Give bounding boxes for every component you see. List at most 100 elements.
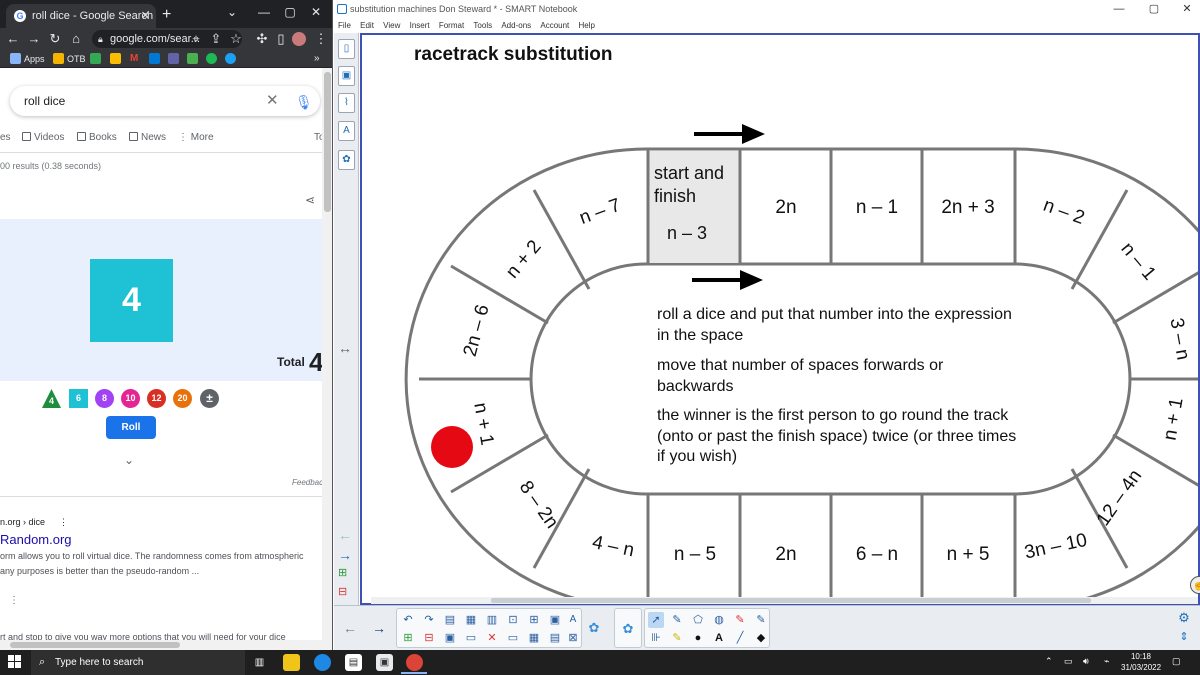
taskbar-search-box[interactable]: ⌕ Type here to search bbox=[31, 650, 245, 675]
dice-option-d10[interactable]: 10 bbox=[121, 389, 140, 408]
display-icon[interactable]: ▭ bbox=[1064, 656, 1073, 666]
result-menu-icon[interactable]: ⋮ bbox=[59, 517, 69, 527]
delete-icon[interactable]: ✕ bbox=[487, 632, 497, 644]
share-icon[interactable]: ⋖ bbox=[305, 193, 316, 207]
browser-tab[interactable]: G roll dice - Google Search ✕ bbox=[6, 4, 156, 28]
eraser-pen-icon[interactable]: ✎ bbox=[735, 614, 745, 626]
notebook-canvas[interactable]: racetrack substitution start and finish … bbox=[360, 33, 1200, 605]
tab-all[interactable]: es bbox=[0, 132, 11, 143]
menu-addons[interactable]: Add-ons bbox=[501, 21, 532, 30]
minimize-button[interactable]: — bbox=[1113, 3, 1125, 15]
attachments-icon[interactable]: ⌇ bbox=[338, 93, 355, 113]
page-sorter-icon[interactable]: ▯ bbox=[338, 39, 355, 59]
minimize-button[interactable]: — bbox=[258, 5, 270, 19]
dice-option-d6[interactable]: 6 bbox=[69, 389, 88, 408]
tab-more[interactable]: ⋮ More bbox=[178, 132, 214, 143]
settings-gear-icon[interactable]: ⚙ bbox=[1178, 610, 1190, 625]
bookmark-star-icon[interactable]: ☆ bbox=[230, 31, 242, 46]
prev-page-icon[interactable]: ← bbox=[343, 620, 357, 636]
forward-icon[interactable]: → bbox=[27, 31, 41, 46]
menu-account[interactable]: Account bbox=[540, 21, 570, 30]
bookmark-apps[interactable]: Apps bbox=[10, 52, 45, 66]
windows-start-icon[interactable] bbox=[8, 655, 22, 669]
delete-page-icon[interactable]: ⊟ bbox=[424, 632, 434, 644]
delete-page-icon[interactable]: ⊟ bbox=[338, 586, 348, 598]
highlighter-icon[interactable]: ✎ bbox=[672, 632, 682, 644]
bookmark-drive[interactable] bbox=[110, 52, 124, 66]
pen-tool-icon[interactable]: ✎ bbox=[756, 614, 766, 626]
gallery-icon[interactable]: ▣ bbox=[338, 66, 355, 86]
bookmark-otb[interactable]: OTB bbox=[53, 52, 86, 66]
result-title-link[interactable]: Random.org bbox=[0, 532, 72, 547]
scroll-thumb[interactable] bbox=[10, 642, 180, 648]
bookmark-classroom[interactable] bbox=[90, 52, 104, 66]
creative-pen-icon[interactable]: ◍ bbox=[714, 614, 724, 626]
task-view-icon[interactable]: ▥ bbox=[254, 657, 265, 668]
taskbar-clock[interactable]: 10:18 31/03/2022 bbox=[1121, 651, 1161, 673]
move-toolbar-icon[interactable]: ⇕ bbox=[1179, 631, 1189, 643]
feedback-link[interactable]: Feedbac bbox=[292, 478, 324, 487]
edge-icon[interactable] bbox=[314, 654, 331, 671]
restore-button[interactable]: ▢ bbox=[1148, 3, 1160, 15]
prev-page-icon[interactable]: ← bbox=[338, 527, 352, 543]
close-tab-icon[interactable]: ✕ bbox=[140, 10, 150, 22]
bookmark-teams[interactable] bbox=[168, 52, 182, 66]
dice-option-d20[interactable]: 20 bbox=[173, 389, 192, 408]
select-tool-icon[interactable]: ➚ bbox=[648, 612, 664, 628]
scroll-thumb[interactable] bbox=[324, 72, 331, 212]
text-tool-icon[interactable]: A bbox=[715, 632, 723, 644]
smart-notebook-taskbar-icon[interactable]: ▣ bbox=[376, 654, 393, 671]
bookmark-outlook[interactable] bbox=[149, 52, 163, 66]
document-camera-icon[interactable]: ▭ bbox=[507, 632, 519, 644]
new-tab-button[interactable]: + bbox=[162, 6, 172, 23]
menu-edit[interactable]: Edit bbox=[360, 21, 374, 30]
next-page-icon[interactable]: → bbox=[338, 547, 352, 563]
add-page-icon[interactable]: ⊞ bbox=[403, 632, 413, 644]
menu-help[interactable]: Help bbox=[578, 21, 595, 30]
bookmark-ext[interactable] bbox=[187, 52, 201, 66]
redo-icon[interactable]: ↷ bbox=[424, 614, 434, 626]
back-icon[interactable]: ← bbox=[6, 31, 20, 46]
menu-format[interactable]: Format bbox=[438, 21, 465, 30]
notepad-icon[interactable]: ▤ bbox=[345, 654, 362, 671]
open-file-icon[interactable]: ▤ bbox=[444, 614, 456, 626]
screen-shade-icon[interactable]: ▥ bbox=[486, 614, 498, 626]
dice-option-d±[interactable]: ± bbox=[200, 389, 219, 408]
dice-option-d4[interactable]: 4 bbox=[42, 389, 61, 408]
more-bookmarks-icon[interactable]: » bbox=[314, 53, 320, 64]
clear-search-icon[interactable]: ✕ bbox=[266, 92, 279, 109]
chrome-taskbar-icon[interactable] bbox=[406, 654, 423, 671]
notifications-icon[interactable]: ▢ bbox=[1172, 656, 1181, 666]
chrome-menu-icon[interactable]: ⋮ bbox=[314, 31, 328, 46]
text-recognition-icon[interactable]: A bbox=[569, 614, 577, 625]
bookmark-twitter[interactable] bbox=[225, 52, 239, 66]
save-icon[interactable]: ▣ bbox=[444, 632, 456, 644]
menu-insert[interactable]: Insert bbox=[409, 21, 430, 30]
dice-option-d12[interactable]: 12 bbox=[147, 389, 166, 408]
presentation-icon[interactable]: ▣ bbox=[549, 614, 561, 626]
extensions-icon[interactable]: ✣ bbox=[256, 31, 268, 46]
restore-button[interactable]: ▢ bbox=[284, 5, 296, 19]
bookmark-spotify[interactable] bbox=[206, 52, 220, 66]
address-bar[interactable]: 🔒︎ google.com/sear... bbox=[92, 30, 242, 48]
share-page-icon[interactable]: ⇪ bbox=[210, 31, 222, 46]
dice-option-d8[interactable]: 8 bbox=[95, 389, 114, 408]
undo-icon[interactable]: ↶ bbox=[403, 614, 413, 626]
addons-icon[interactable]: ✿ bbox=[588, 620, 600, 635]
measurement-icon[interactable]: ⊠ bbox=[568, 632, 578, 644]
bookmark-gmail[interactable]: M bbox=[130, 53, 139, 64]
menu-view[interactable]: View bbox=[383, 21, 401, 30]
tab-news[interactable]: News bbox=[129, 132, 166, 143]
shape-tool-icon[interactable]: ⬠ bbox=[693, 614, 703, 626]
tab-videos[interactable]: Videos bbox=[22, 132, 64, 143]
file-explorer-icon[interactable] bbox=[283, 654, 300, 671]
menu-tools[interactable]: Tools bbox=[473, 21, 493, 30]
location-icon[interactable]: ⌖ bbox=[192, 31, 200, 46]
show-hidden-icons-icon[interactable]: ⌃ bbox=[1045, 656, 1053, 666]
table-icon[interactable]: ⊞ bbox=[529, 614, 539, 626]
result-url[interactable]: n.org › dice⋮ bbox=[0, 517, 69, 527]
resize-handle-icon[interactable]: ↔ bbox=[338, 340, 352, 356]
add-page-icon[interactable]: ⊞ bbox=[338, 567, 348, 579]
search-input[interactable]: roll dice ✕ 🎙︎ bbox=[10, 86, 320, 116]
paste-icon[interactable]: ▦ bbox=[465, 614, 477, 626]
